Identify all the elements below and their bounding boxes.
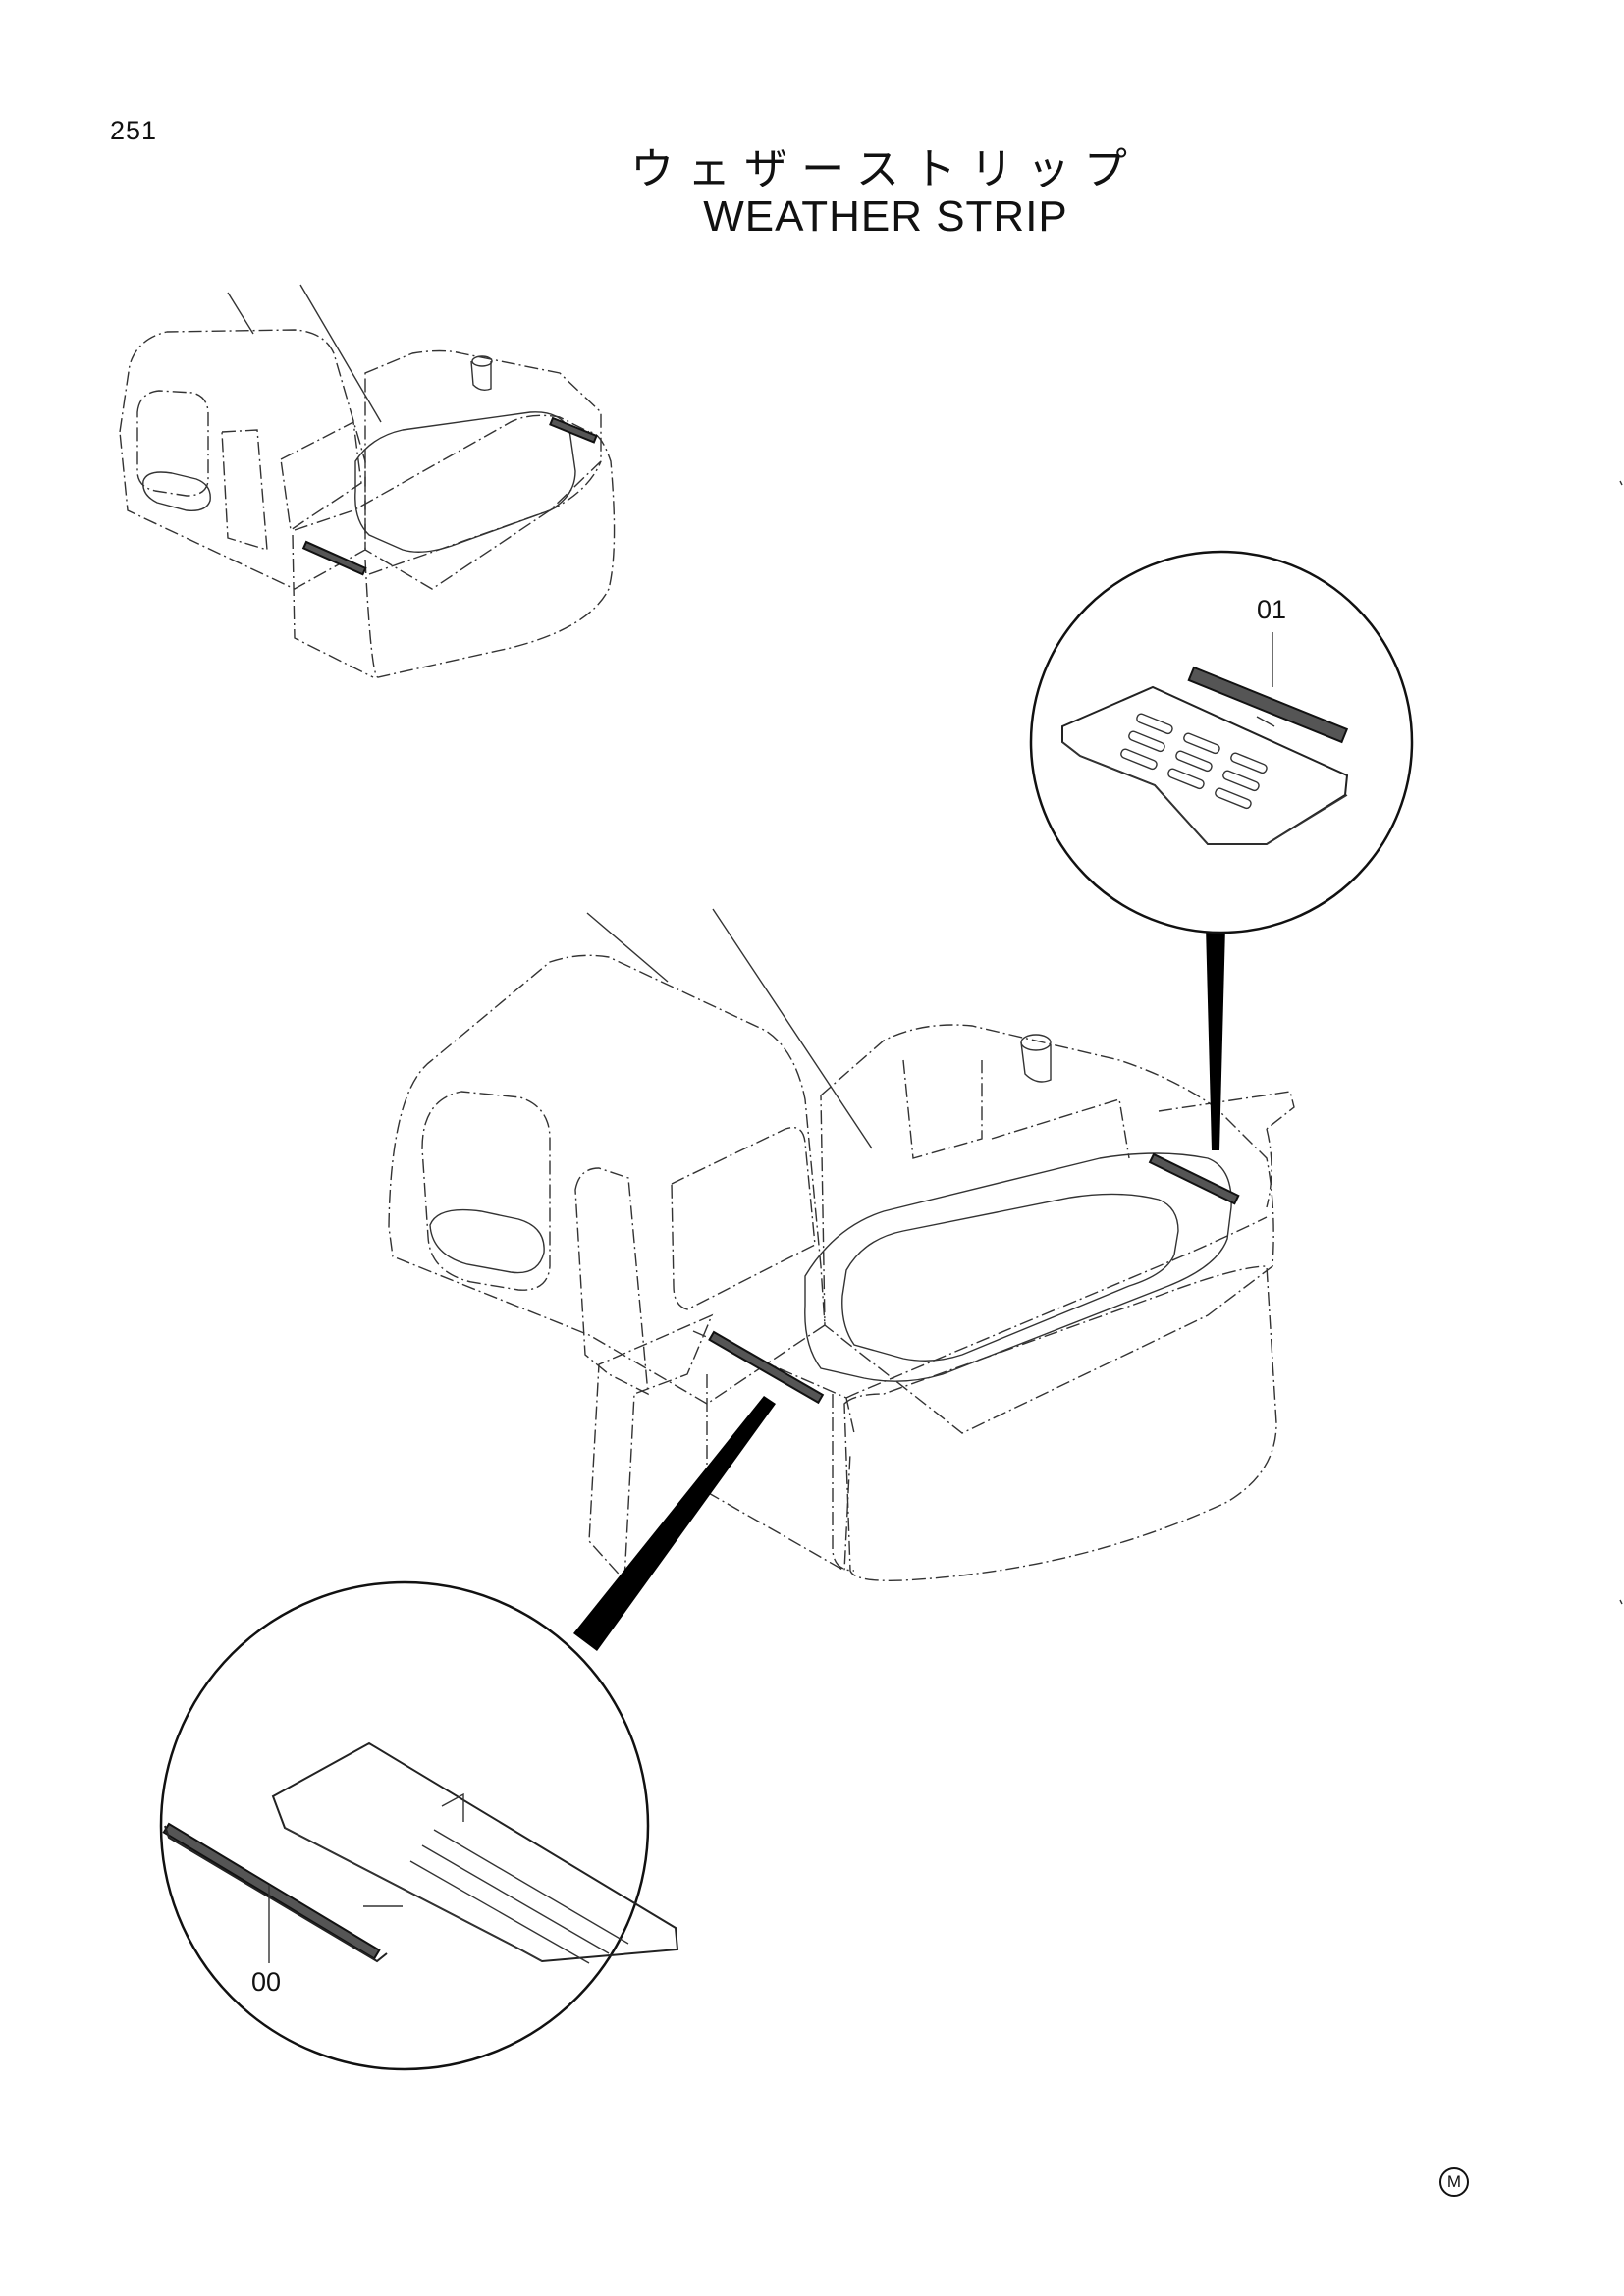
detail-circle-00 <box>159 1580 679 2071</box>
detail-circle-01 <box>1029 550 1414 934</box>
main-machine <box>388 908 1295 1582</box>
title-japanese: ウェザーストリップ <box>630 144 1141 194</box>
overview-machine <box>119 284 616 678</box>
pointer-to-detail-00 <box>573 1396 776 1651</box>
maker-mark: M <box>1439 2167 1469 2197</box>
pointer-to-detail-01 <box>1206 927 1225 1150</box>
callout-01: 01 <box>1257 595 1286 624</box>
callout-00: 00 <box>251 1967 281 1997</box>
page-number: 251 <box>110 116 158 145</box>
title-english: WEATHER STRIP <box>703 192 1068 240</box>
